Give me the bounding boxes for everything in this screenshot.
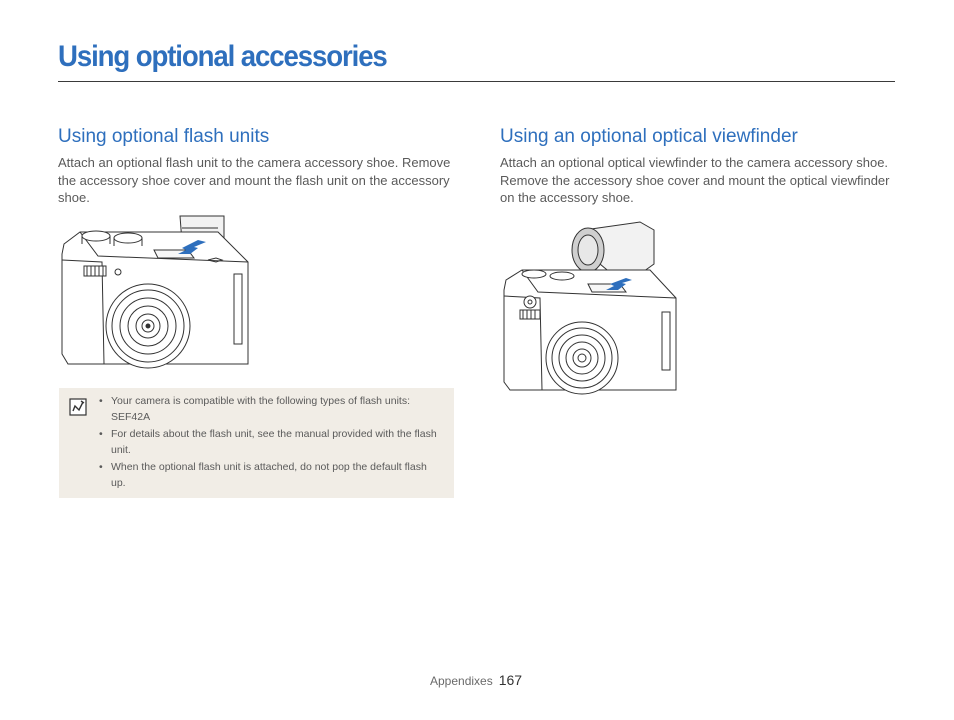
flash-section-body: Attach an optional flash unit to the cam… [58,155,451,205]
camera-viewfinder-illustration [503,221,677,395]
flash-section: Using optional flash units Attach an opt… [58,124,458,207]
note-box: Your camera is compatible with the follo… [59,388,454,498]
page-footer: Appendixes 167 [430,672,522,688]
flash-section-heading: Using optional flash units [58,126,270,147]
page-title: Using optional accessories [58,40,388,73]
title-divider [58,81,895,82]
footer-section-label: Appendixes [430,674,493,688]
viewfinder-section-body: Attach an optional optical viewfinder to… [500,155,890,205]
viewfinder-section: Using an optional optical viewfinder Att… [500,124,900,207]
viewfinder-section-heading: Using an optional optical viewfinder [500,126,798,147]
note-pencil-icon [69,398,87,416]
camera-flash-illustration [61,215,249,369]
note-list: Your camera is compatible with the follo… [99,394,441,493]
note-item: Your camera is compatible with the follo… [99,394,441,425]
note-item: When the optional flash unit is attached… [99,460,441,491]
page-number: 167 [498,672,523,688]
note-item: For details about the flash unit, see th… [99,427,441,458]
